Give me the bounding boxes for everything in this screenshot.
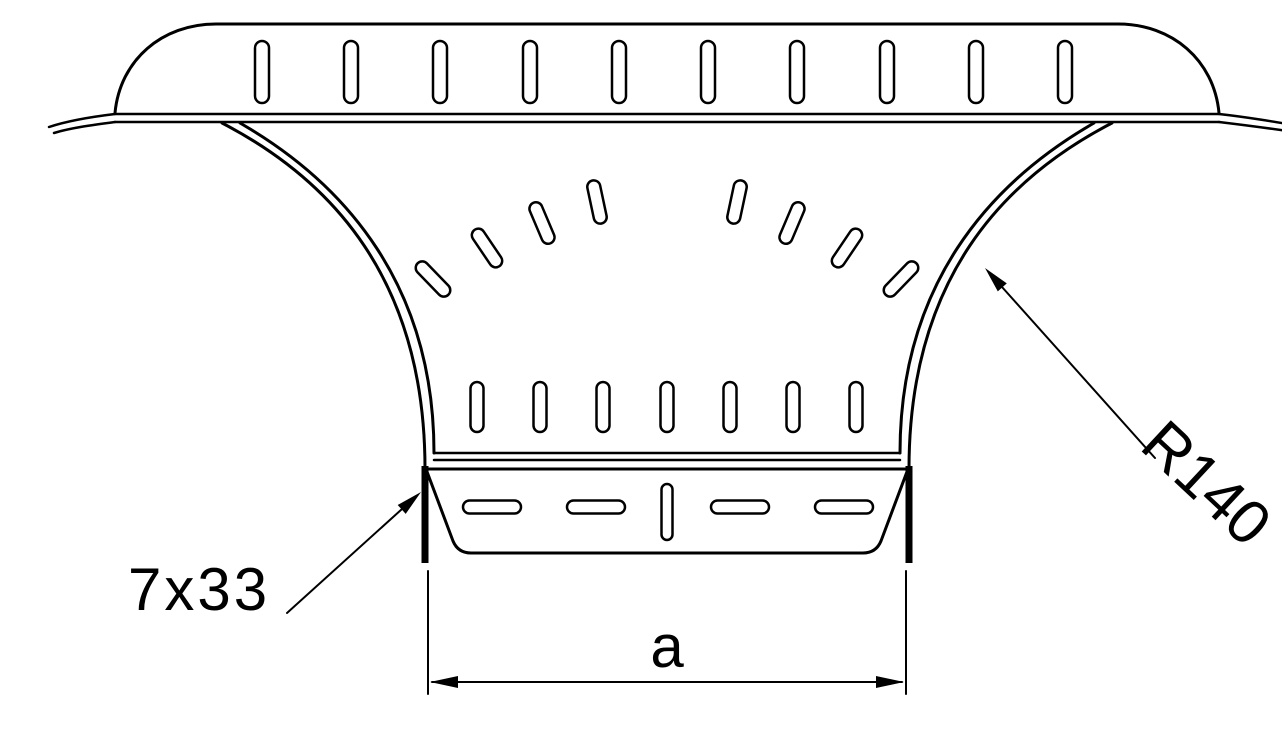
branch-slot: [659, 380, 675, 434]
end-flange-slots: [461, 482, 875, 542]
main-tray-slots: [253, 39, 1074, 105]
leader-arrowhead-r140: [985, 268, 1007, 292]
rail-slot: [521, 39, 539, 105]
rail-slot: [967, 39, 985, 105]
fan-slot: [528, 200, 556, 246]
dimension-arrowhead-left: [430, 676, 458, 688]
branch-slot: [595, 380, 611, 434]
leader-line-7x33: [286, 508, 403, 614]
branch-slot: [469, 380, 485, 434]
rail-slot: [342, 39, 360, 105]
branch-curve-right-outer: [907, 121, 1114, 471]
rail-slot: [878, 39, 896, 105]
fan-slot: [586, 179, 608, 225]
tray-rail-right-extension-2: [1217, 120, 1282, 132]
tray-top-outline: [113, 22, 1221, 115]
tray-rail-left-extension: [47, 112, 117, 129]
flange-slot: [565, 499, 627, 515]
flange-slot: [461, 499, 523, 515]
branch-slot: [785, 380, 801, 434]
main-tray-profile: [47, 22, 1282, 135]
leader-line-r140: [1001, 286, 1156, 459]
branch-slot: [532, 380, 548, 434]
tray-rail-left-extension-2: [52, 120, 117, 135]
radius-label: R140: [1128, 408, 1282, 560]
flange-slot: [709, 499, 771, 515]
tee-fitting-drawing: a 7x33 R140: [47, 22, 1282, 695]
rail-slot: [431, 39, 449, 105]
fan-slot: [726, 179, 748, 225]
rail-slot: [610, 39, 628, 105]
branch-curve-left-inner: [238, 121, 436, 455]
callout-7x33: 7x33: [128, 492, 421, 623]
dimension-arrowhead-right: [876, 676, 904, 688]
fan-slot: [882, 260, 920, 298]
rail-slot: [699, 39, 717, 105]
branch-curve-right-inner: [898, 121, 1096, 455]
branch-slot: [722, 380, 738, 434]
dimension-a: a: [427, 570, 907, 695]
flange-slot-center-vertical: [660, 482, 674, 542]
slot-size-label: 7x33: [128, 556, 270, 623]
fan-slots: [414, 179, 920, 298]
branch-slot: [848, 380, 864, 434]
technical-drawing-canvas: a 7x33 R140: [40, 16, 1282, 716]
tray-rail-right-extension: [1217, 112, 1282, 125]
rail-slot: [253, 39, 271, 105]
branch-transition-curves: [220, 121, 1114, 471]
callout-r140: R140: [985, 268, 1282, 559]
rail-slot: [1056, 39, 1074, 105]
branch-curve-left-outer: [220, 121, 427, 471]
fan-slot: [414, 260, 452, 298]
leader-arrowhead-7x33: [397, 492, 421, 514]
flange-slot: [813, 499, 875, 515]
width-dim-label: a: [650, 613, 684, 680]
fan-slot: [830, 227, 864, 269]
branch-end: [421, 451, 913, 563]
rail-slot: [788, 39, 806, 105]
end-flange-outline: [423, 467, 911, 555]
fan-slot: [470, 227, 504, 269]
branch-slots: [469, 380, 864, 434]
fan-slot: [778, 200, 806, 246]
